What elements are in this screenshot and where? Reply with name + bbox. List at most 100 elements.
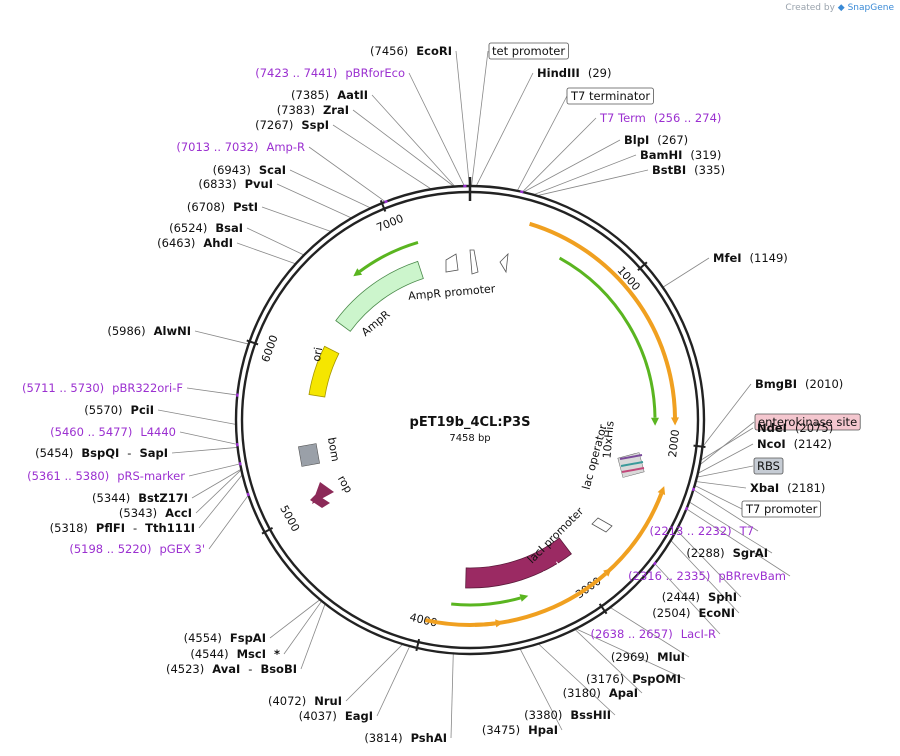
credit-prefix: Created by <box>785 3 835 13</box>
green-arc-2 <box>451 596 522 607</box>
feature-name: T7 terminator <box>570 89 650 103</box>
laci-band <box>465 537 572 589</box>
leader-line <box>195 468 243 514</box>
site-label-6: (6943)ScaI <box>213 163 286 177</box>
label-name: ApaI <box>609 686 638 700</box>
orange-arc-4 <box>424 618 496 628</box>
leader-line <box>371 94 456 188</box>
site-label-43: NdeI(2075) <box>757 421 833 435</box>
site-label-32: (2638 .. 2657)LacI-R <box>591 627 716 641</box>
site-label-30: (3176)PspOMI <box>586 672 681 686</box>
snapgene-credit: Created by ◆ SnapGene <box>785 3 894 13</box>
leader-line <box>696 443 754 475</box>
bom-label: bom <box>325 436 342 462</box>
site-label-31: (2969)MluI <box>611 650 685 664</box>
label-name: PshAI <box>411 731 447 745</box>
site-label-41: NcoI(2142) <box>757 437 832 451</box>
label-name: AccI <box>165 506 192 520</box>
leader-line <box>692 488 759 532</box>
site-label-text: (7267)SspI <box>255 118 329 132</box>
site-label-text: T7 Term(256 .. 274) <box>599 111 721 125</box>
site-label-text: BlpI(267) <box>624 133 688 147</box>
leader-line <box>283 599 323 655</box>
leader-line <box>171 446 239 454</box>
ring-tick <box>693 444 706 448</box>
leader-line <box>531 154 637 196</box>
feature-name: RBS <box>757 459 780 473</box>
leader-line <box>186 387 239 396</box>
site-label-17: (5344)BstZ17I <box>92 491 188 505</box>
leader-line <box>352 109 456 188</box>
leader-line <box>179 431 239 445</box>
label-position: (7013 .. 7032) <box>176 140 258 154</box>
label-name: PspOMI <box>632 672 681 686</box>
label-name: NdeI <box>757 421 787 435</box>
site-label-text: (2638 .. 2657)LacI-R <box>591 627 716 641</box>
label-position: (319) <box>690 148 721 162</box>
label-position: (2504) <box>652 606 690 620</box>
site-label-20: (5198 .. 5220)pGEX 3' <box>69 542 205 556</box>
site-label-text: (7456)EcoRI <box>370 44 452 58</box>
label-name: HindIII <box>537 66 580 80</box>
label-name: MscI <box>237 647 266 661</box>
primer-mark <box>684 506 689 511</box>
ring-tick <box>598 603 608 615</box>
label-mark: * <box>274 647 280 661</box>
label-position: (6708) <box>187 200 225 214</box>
green-arc-1-head <box>651 417 659 426</box>
ring-tick-label: 5000 <box>277 503 302 534</box>
site-label-26: (3814)PshAI <box>364 731 447 745</box>
label-name: T7 Term <box>599 111 646 125</box>
label-name: AlwNI <box>154 324 191 338</box>
primer-mark <box>246 492 250 497</box>
label-name: pBRforEco <box>345 66 405 80</box>
site-label-21: (4554)FspAI <box>184 631 266 645</box>
label-name2: SapI <box>139 446 168 460</box>
his-tag-label: 10xHis <box>600 420 616 459</box>
orange-arc-3-head <box>603 568 612 577</box>
label-position: (5318) <box>50 521 88 535</box>
ampr-promoter-label: AmpR promoter <box>408 282 497 303</box>
label-name: SgrAI <box>733 546 768 560</box>
site-label-text: (5711 .. 5730)pBR322ori-F <box>22 381 183 395</box>
leader-line <box>669 539 740 614</box>
label-name: BsaI <box>215 221 243 235</box>
leader-lines <box>157 50 791 739</box>
label-name: AhdI <box>203 236 233 250</box>
label-position: (2181) <box>787 481 825 495</box>
site-label-text: (3814)PshAI <box>364 731 447 745</box>
site-label-text: (6708)PstI <box>187 200 258 214</box>
site-label-text: T7 terminator <box>570 89 650 103</box>
label-position: (5460 .. 5477) <box>50 425 132 439</box>
label-name2: BsoBI <box>260 662 297 676</box>
leader-line <box>534 169 649 197</box>
site-label-text: (5318)PflFI-Tth111I <box>50 521 195 535</box>
label-name: BmgBI <box>755 377 797 391</box>
site-label-text: (5570)PciI <box>84 403 154 417</box>
site-label-text: NcoI(2142) <box>757 437 832 451</box>
label-position: (6833) <box>198 177 236 191</box>
site-label-text: (3475)HpaI <box>482 723 558 737</box>
site-label-47: BamHI(319) <box>640 148 721 162</box>
site-label-16: (5361 .. 5380)pRS-marker <box>27 469 185 483</box>
label-position: (3475) <box>482 723 520 737</box>
site-label-text: NdeI(2075) <box>757 421 833 435</box>
site-label-34: (2444)SphI <box>662 590 737 604</box>
label-name: Amp-R <box>266 140 305 154</box>
label-name: PflFI <box>96 521 125 535</box>
label-name: pBR322ori-F <box>112 381 183 395</box>
leader-line <box>194 330 250 345</box>
label-position: (7385) <box>291 88 329 102</box>
label-position: (2316 .. 2335) <box>628 569 710 583</box>
label-name: NcoI <box>757 437 786 451</box>
site-label-text: MfeI(1149) <box>713 251 788 265</box>
site-label-51: HindIII(29) <box>537 66 611 80</box>
leader-line <box>573 628 643 694</box>
label-position: (6943) <box>213 163 251 177</box>
site-label-5: (7013 .. 7032) Amp-R <box>176 140 305 154</box>
feature-box <box>753 457 784 475</box>
site-label-14: (5460 .. 5477)L4440 <box>50 425 176 439</box>
site-labels: (7456)EcoRI(7423 .. 7441)pBRforEco(7385)… <box>22 42 861 745</box>
site-label-text: (2969)MluI <box>611 650 685 664</box>
plasmid-name: pET19b_4CL:P3S <box>410 415 531 430</box>
